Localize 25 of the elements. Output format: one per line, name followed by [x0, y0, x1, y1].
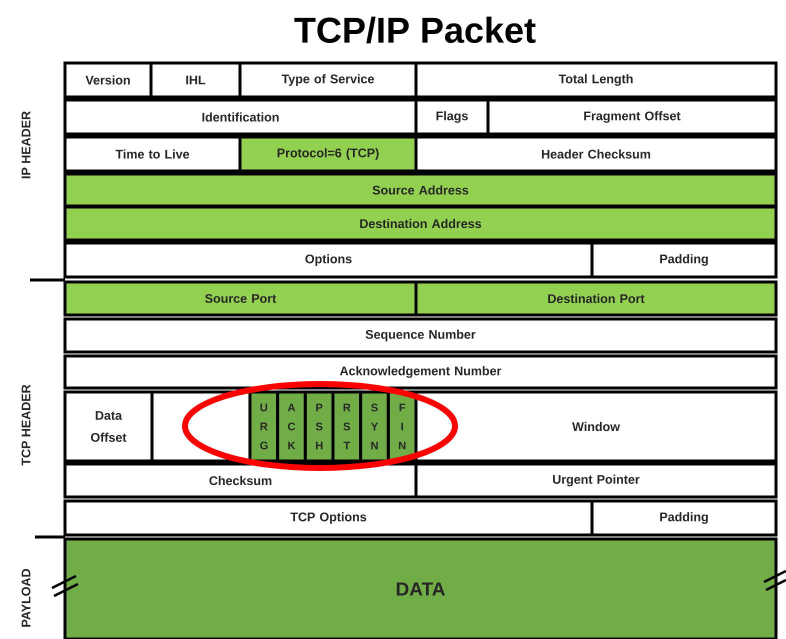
title: TCP/IP Packet — [294, 16, 536, 44]
flag-cell: S Y N — [359, 390, 390, 462]
data-block: DATA — [64, 538, 778, 639]
field-cell: Protocol=6 (TCP) — [238, 136, 418, 172]
flag-cell: P S H — [304, 390, 335, 462]
side-label: IP HEADER — [22, 111, 30, 178]
field-cell: Flags — [414, 98, 490, 136]
side-label: TCP HEADER — [22, 384, 30, 466]
field-cell: Version — [64, 62, 152, 98]
field-cell: Padding — [590, 500, 778, 536]
flag-cell: R S T — [331, 390, 362, 462]
field-cell: Source Port — [64, 280, 418, 316]
field-cell: Type of Service — [238, 62, 418, 98]
field-cell: Destination Port — [414, 280, 778, 316]
field-cell: Padding — [590, 242, 778, 278]
field-cell: Time to Live — [64, 136, 242, 172]
flag-cell: U R G — [248, 390, 280, 462]
flag-cell: A C K — [276, 390, 307, 462]
side-label: PAYLOAD — [22, 569, 30, 627]
field-cell: Urgent Pointer — [414, 462, 778, 498]
field-cell: Data Offset — [64, 390, 154, 462]
field-cell: Destination Address — [64, 206, 778, 242]
field-cell: Sequence Number — [64, 318, 778, 354]
field-cell: IHL — [150, 62, 242, 98]
field-cell: Checksum — [64, 462, 418, 498]
